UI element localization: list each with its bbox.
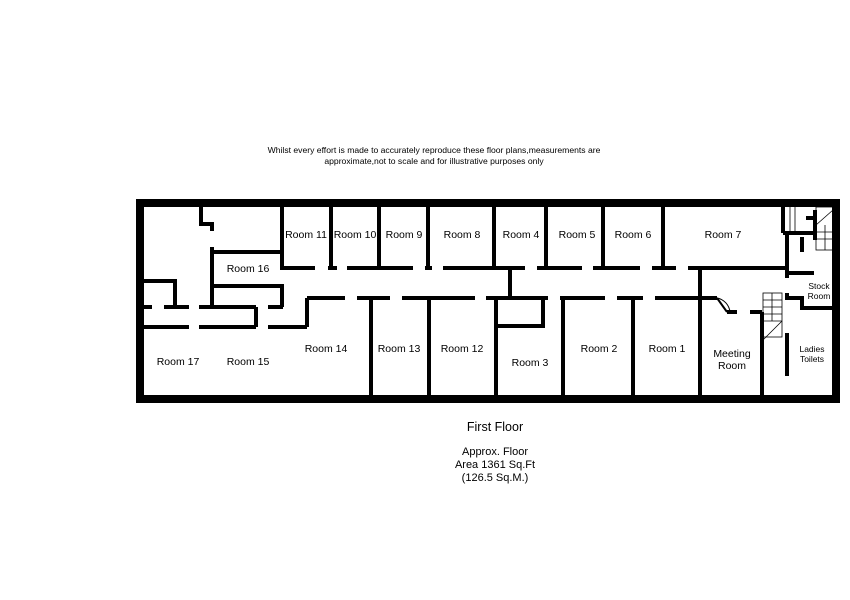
label-room-2: Room 2 xyxy=(581,343,618,355)
stairs-lower xyxy=(762,292,783,341)
label-ladies-toilets-2: Toilets xyxy=(800,354,824,364)
outer-wall xyxy=(136,199,840,403)
interior-walls xyxy=(140,203,833,399)
label-room-5: Room 5 xyxy=(559,229,596,241)
disclaimer: Whilst every effort is made to accuratel… xyxy=(0,145,850,167)
area-line-1: Approx. Floor xyxy=(461,446,529,458)
label-room-10: Room 10 xyxy=(334,229,377,241)
stairs-upper xyxy=(789,206,834,251)
label-room-9: Room 9 xyxy=(386,229,423,241)
label-room-12: Room 12 xyxy=(441,343,484,355)
label-room-3: Room 3 xyxy=(512,357,549,369)
label-stock-room-1: Stock xyxy=(808,281,830,291)
label-room-14: Room 14 xyxy=(305,343,348,355)
label-room-8: Room 8 xyxy=(444,229,481,241)
label-room-15: Room 15 xyxy=(227,356,270,368)
label-room-11: Room 11 xyxy=(285,229,327,241)
floor-title: First Floor xyxy=(466,420,524,434)
area-line-2: Area 1361 Sq.Ft xyxy=(454,459,536,471)
label-room-6: Room 6 xyxy=(615,229,652,241)
label-room-7: Room 7 xyxy=(705,229,742,241)
label-room-17: Room 17 xyxy=(157,356,200,368)
disclaimer-line-2: approximate,not to scale and for illustr… xyxy=(324,156,544,166)
label-room-13: Room 13 xyxy=(378,343,421,355)
label-room-4: Room 4 xyxy=(503,229,540,241)
label-meeting-room-1: Meeting xyxy=(713,348,751,360)
walls xyxy=(136,199,840,403)
label-room-1: Room 1 xyxy=(649,343,686,355)
floor-area: Approx. Floor Area 1361 Sq.Ft (126.5 Sq.… xyxy=(390,446,600,485)
disclaimer-line-1: Whilst every effort is made to accuratel… xyxy=(267,145,601,155)
label-meeting-room-2: Room xyxy=(718,360,746,372)
label-stock-room-2: Room xyxy=(808,291,831,301)
area-line-3: (126.5 Sq.M.) xyxy=(461,472,529,484)
door-swing xyxy=(716,297,731,313)
door xyxy=(716,297,728,313)
label-ladies-toilets-1: Ladies xyxy=(799,344,824,354)
label-room-16: Room 16 xyxy=(227,263,270,275)
